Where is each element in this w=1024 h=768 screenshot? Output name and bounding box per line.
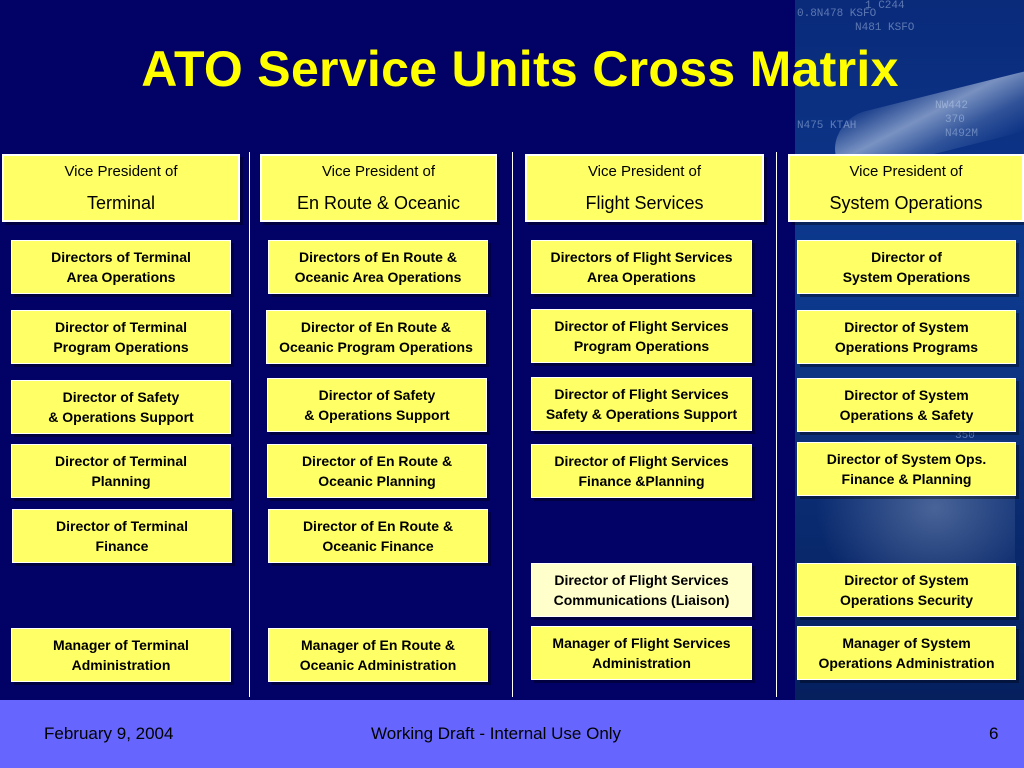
vp-title-line: Vice President of: [587, 163, 702, 180]
column-divider: [776, 152, 777, 697]
director-box: Director of Flight Services Program Oper…: [531, 309, 752, 363]
vp-org-name: Terminal: [86, 193, 156, 213]
vp-org-name: System Operations: [829, 193, 983, 213]
director-box: Director of Terminal Finance: [12, 509, 232, 563]
vp-system-operations-box: Vice President of System Operations: [788, 154, 1024, 222]
vp-title-line: Vice President of: [64, 163, 178, 180]
director-box: Director of Flight Services Communicatio…: [531, 563, 752, 617]
director-box: Director of Terminal Planning: [11, 444, 231, 498]
director-box: Director of Flight Services Finance &Pla…: [531, 444, 752, 498]
director-box: Director of En Route & Oceanic Program O…: [266, 310, 486, 364]
vp-terminal-box: Vice President of Terminal: [2, 154, 240, 222]
vp-org-name: En Route & Oceanic: [296, 193, 461, 213]
footer-classification: Working Draft - Internal Use Only: [371, 724, 622, 743]
vp-title-line: Vice President of: [849, 163, 963, 180]
vp-flight-services-box: Vice President of Flight Services: [525, 154, 764, 222]
director-box: Director of Safety & Operations Support: [11, 380, 231, 434]
manager-box: Manager of En Route & Oceanic Administra…: [268, 628, 488, 682]
director-box: Director of Terminal Program Operations: [11, 310, 231, 364]
director-box: Directors of En Route & Oceanic Area Ope…: [268, 240, 488, 294]
vp-org-name: Flight Services: [585, 193, 704, 213]
director-box: Directors of Terminal Area Operations: [11, 240, 231, 294]
manager-box: Manager of Terminal Administration: [11, 628, 231, 682]
director-box: Director of En Route & Oceanic Planning: [267, 444, 487, 498]
director-box: Director of System Operations: [797, 240, 1016, 294]
manager-box: Manager of Flight Services Administratio…: [531, 626, 752, 680]
vp-en-route-box: Vice President of En Route & Oceanic: [260, 154, 497, 222]
director-box: Director of Safety & Operations Support: [267, 378, 487, 432]
director-box: Director of System Operations Programs: [797, 310, 1016, 364]
column-divider: [249, 152, 250, 697]
director-box: Director of Flight Services Safety & Ope…: [531, 377, 752, 431]
director-box: Director of En Route & Oceanic Finance: [268, 509, 488, 563]
manager-box: Manager of System Operations Administrat…: [797, 626, 1016, 680]
director-box: Directors of Flight Services Area Operat…: [531, 240, 752, 294]
slide-title: ATO Service Units Cross Matrix: [141, 41, 899, 97]
footer-date: February 9, 2004: [44, 724, 174, 743]
slide-footer: February 9, 2004 Working Draft - Interna…: [0, 700, 1024, 768]
vp-title-line: Vice President of: [321, 163, 436, 180]
director-box: Director of System Ops. Finance & Planni…: [797, 442, 1016, 496]
page-number: 6: [989, 724, 999, 743]
director-box: Director of System Operations Security: [797, 563, 1016, 617]
column-divider: [512, 152, 513, 697]
director-box: Director of System Operations & Safety: [797, 378, 1016, 432]
